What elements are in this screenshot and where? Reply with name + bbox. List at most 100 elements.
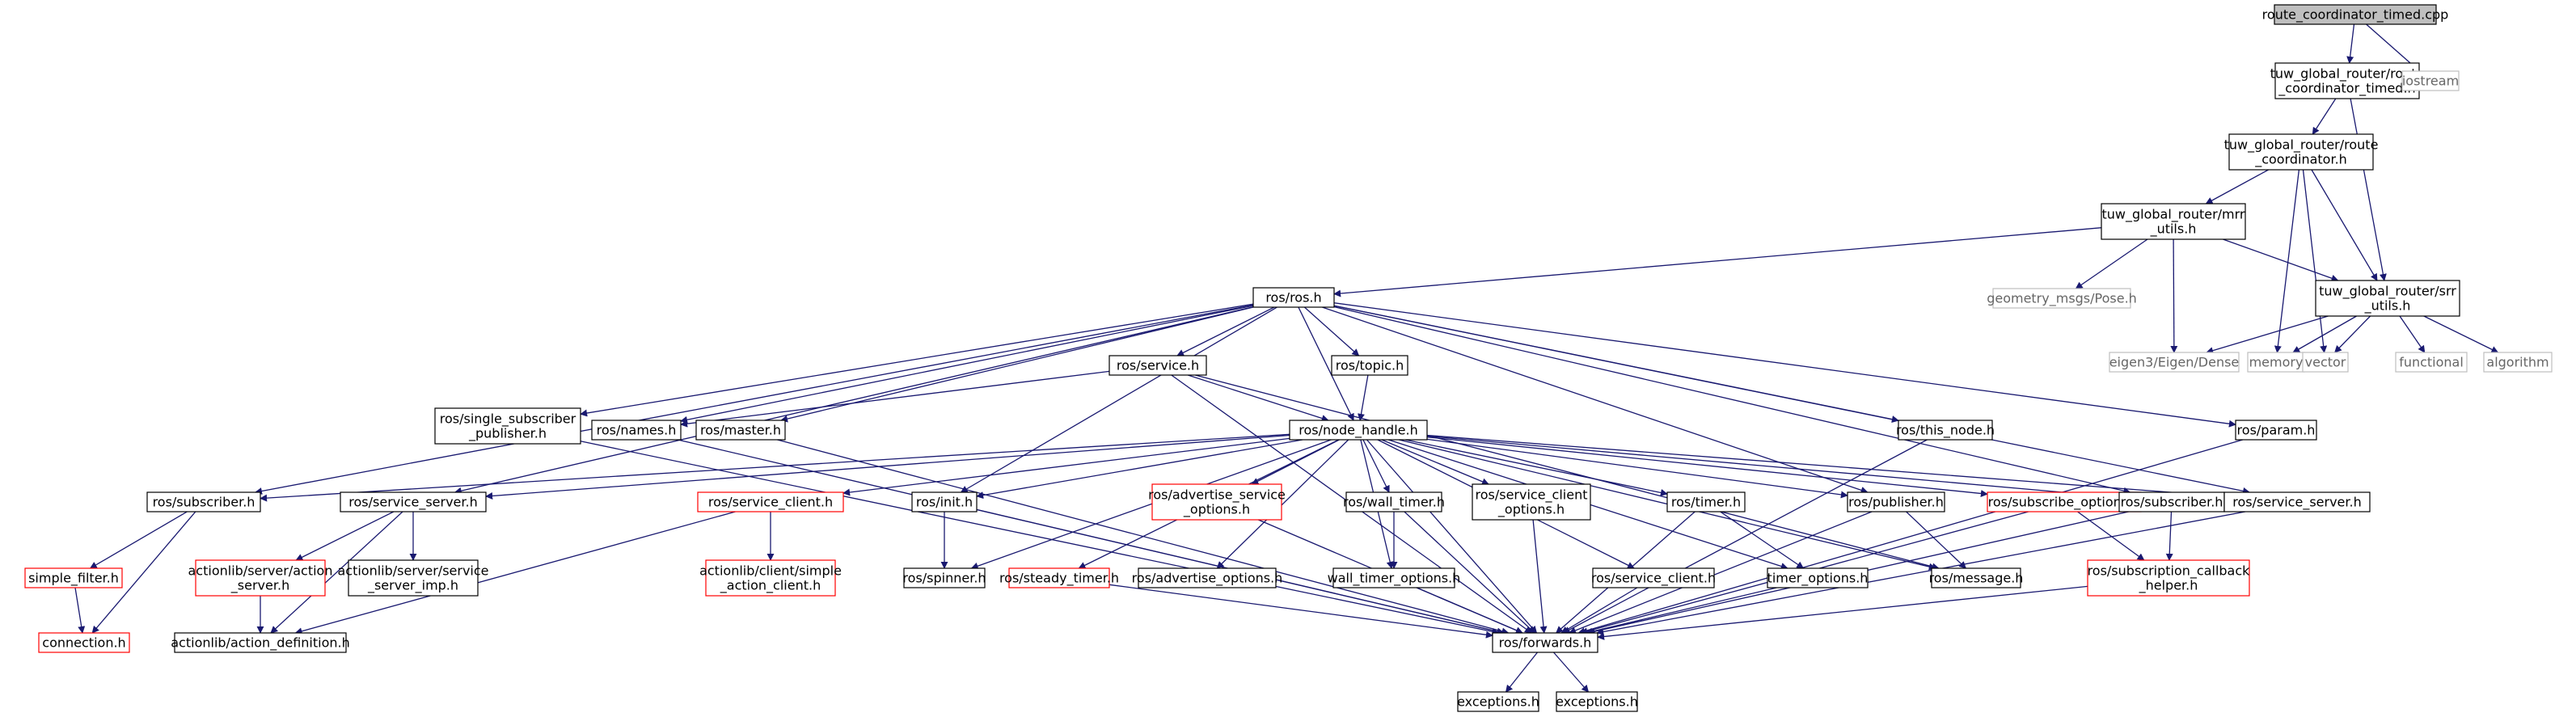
node-walltimer[interactable]: ros/wall_timer.h	[1343, 491, 1445, 512]
edge-ros-to-servserver_l	[454, 306, 1254, 495]
edge-servclient_red-to-actiondef	[294, 511, 736, 635]
node-pose: geometry_msgs/Pose.h	[1987, 288, 2137, 309]
node-servserver_l[interactable]: ros/service_server.h	[340, 491, 487, 512]
node-connection[interactable]: connection.h	[38, 632, 130, 653]
edge-servserver_r-to-forwards	[1596, 511, 2246, 635]
node-label: simple_filter.h	[28, 571, 119, 587]
edge-rc-to-mrr	[2205, 169, 2269, 205]
node-message[interactable]: ros/message.h	[1929, 567, 2024, 588]
edge-ros-to-master	[780, 306, 1254, 423]
node-actionserver[interactable]: actionlib/server/action_server.h	[188, 559, 333, 597]
node-names[interactable]: ros/names.h	[591, 420, 682, 441]
node-label: tuw_global_router/route	[2224, 137, 2379, 154]
node-nodehandle[interactable]: ros/node_handle.h	[1289, 420, 1428, 441]
node-box	[2109, 352, 2240, 373]
edge-rc-to-vector	[2302, 169, 2328, 353]
node-mrr[interactable]: tuw_global_router/mrr_utils.h	[2101, 203, 2246, 240]
node-label: ros/ros.h	[1265, 290, 1321, 306]
node-advsvc[interactable]: ros/advertise_service_options.h	[1148, 483, 1286, 521]
node-forwards[interactable]: ros/forwards.h	[1492, 632, 1598, 653]
node-label: ros/service_client.h	[708, 495, 833, 511]
node-simpleaction[interactable]: actionlib/client/simple_action_client.h	[699, 559, 842, 597]
node-ssimp[interactable]: actionlib/server/service_server_imp.h	[337, 559, 489, 597]
node-srr[interactable]: tuw_global_router/srr_utils.h	[2315, 280, 2460, 317]
node-simplefilter[interactable]: simple_filter.h	[24, 567, 123, 588]
node-box	[1987, 491, 2142, 512]
node-service[interactable]: ros/service.h	[1109, 355, 1207, 376]
edge-nodehandle-to-init	[976, 439, 1303, 500]
node-timer[interactable]: ros/timer.h	[1666, 491, 1746, 512]
node-label: exceptions.h	[1556, 694, 1638, 710]
node-walltimeropt[interactable]: wall_timer_options.h	[1328, 567, 1461, 588]
node-label: ros/topic.h	[1336, 358, 1404, 373]
node-subcallback[interactable]: ros/subscription_callback_helper.h	[2087, 559, 2251, 597]
node-root[interactable]: route_coordinator_timed.cpp	[2262, 4, 2449, 25]
node-box	[1331, 355, 1408, 376]
node-box	[1252, 287, 1335, 308]
node-exceptions2[interactable]: exceptions.h	[1556, 691, 1638, 712]
node-spinner[interactable]: ros/spinner.h	[902, 567, 986, 588]
node-label: _publisher.h	[468, 426, 547, 442]
edge-nodehandle-to-subscriber_r	[1426, 435, 2120, 500]
edge-servserver_l-to-actionserver	[295, 511, 395, 561]
node-advopt[interactable]: ros/advertise_options.h	[1132, 567, 1283, 588]
node-thisnode[interactable]: ros/this_node.h	[1896, 420, 1995, 441]
edge-forwards-to-exceptions2	[1553, 652, 1590, 693]
node-label: ros/service.h	[1117, 358, 1199, 373]
node-label: ros/node_handle.h	[1299, 423, 1417, 439]
node-publisher[interactable]: ros/publisher.h	[1847, 491, 1945, 512]
node-label: _coordinator.h	[2254, 152, 2347, 168]
node-actiondef[interactable]: actionlib/action_definition.h	[171, 632, 350, 653]
node-box	[2302, 352, 2349, 373]
node-master[interactable]: ros/master.h	[695, 420, 786, 441]
node-subscriber_r[interactable]: ros/subscriber.h	[2118, 491, 2225, 512]
node-iostream: iostream	[2401, 70, 2460, 91]
edge-ros-to-param	[1333, 302, 2236, 428]
node-label: ros/service_server.h	[2232, 495, 2361, 511]
node-algorithm: algorithm	[2483, 352, 2553, 373]
node-subscriber_l[interactable]: ros/subscriber.h	[146, 491, 261, 512]
node-label: _utils.h	[2364, 298, 2411, 314]
edge-nodehandle-to-svcclientopt	[1381, 439, 1489, 486]
node-box	[1289, 420, 1428, 441]
node-box	[2101, 203, 2246, 240]
node-param[interactable]: ros/param.h	[2235, 420, 2317, 441]
node-topic[interactable]: ros/topic.h	[1331, 355, 1408, 376]
node-box	[146, 491, 261, 512]
node-label: ros/subscribe_options.h	[1988, 495, 2141, 511]
node-rc[interactable]: tuw_global_router/route_coordinator.h	[2224, 133, 2379, 171]
node-subopt[interactable]: ros/subscribe_options.h	[1987, 491, 2142, 512]
edge-ros-to-ssp	[580, 303, 1254, 417]
node-label: actionlib/action_definition.h	[171, 635, 349, 652]
node-steadytimer[interactable]: ros/steady_timer.h	[999, 567, 1119, 588]
node-box	[903, 567, 986, 588]
node-servclient_red[interactable]: ros/service_client.h	[697, 491, 844, 512]
node-servserver_r[interactable]: ros/service_server.h	[2223, 491, 2371, 512]
edge-ssp-to-forwards	[580, 441, 1500, 635]
edge-nodehandle-to-forwards	[1366, 439, 1538, 634]
node-ssp[interactable]: ros/single_subscriber_publisher.h	[434, 407, 581, 445]
edge-ros-to-subscriber_l	[255, 304, 1254, 495]
node-box	[174, 632, 347, 653]
edge-timeropt-to-forwards	[1585, 587, 1777, 635]
node-box	[591, 420, 682, 441]
node-label: ros/param.h	[2237, 423, 2316, 438]
edge-nodehandle-to-subopt	[1426, 437, 1988, 497]
node-box	[195, 559, 326, 597]
node-box	[1109, 355, 1207, 376]
node-label: ros/steady_timer.h	[999, 571, 1119, 587]
node-timeropt[interactable]: timer_options.h	[1767, 567, 1869, 588]
node-rct[interactable]: tuw_global_router/route_coordinator_time…	[2270, 62, 2425, 99]
edge-publisher-to-message	[1906, 511, 1967, 569]
node-servclient_b[interactable]: ros/service_client.h	[1591, 567, 1716, 588]
node-box	[348, 559, 479, 597]
edge-subscriber_l-to-connection	[91, 511, 196, 634]
node-box	[1345, 491, 1442, 512]
edge-rc-to-srr	[2311, 169, 2378, 281]
node-ros[interactable]: ros/ros.h	[1252, 287, 1335, 308]
node-init[interactable]: ros/init.h	[911, 491, 978, 512]
node-box	[2118, 491, 2225, 512]
node-box	[697, 491, 844, 512]
node-exceptions1[interactable]: exceptions.h	[1457, 691, 1539, 712]
node-svcclientopt[interactable]: ros/service_client_options.h	[1472, 483, 1591, 521]
